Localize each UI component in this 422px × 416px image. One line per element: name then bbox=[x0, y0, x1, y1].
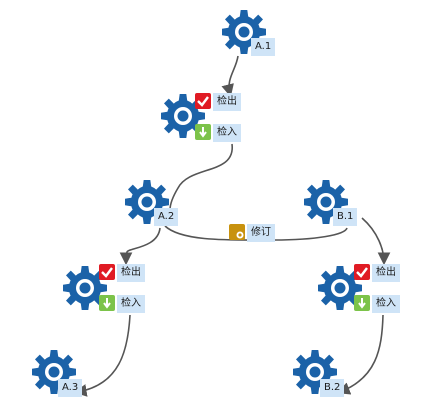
checkin-icon bbox=[354, 295, 370, 311]
checkout-icon bbox=[99, 264, 115, 280]
action-checkout-a2[interactable]: 检出 bbox=[117, 264, 145, 282]
checkout-icon bbox=[354, 264, 370, 280]
action-checkout-a1[interactable]: 检出 bbox=[213, 93, 241, 111]
node-label-a3[interactable]: A.3 bbox=[58, 379, 83, 397]
node-label-a1[interactable]: A.1 bbox=[251, 38, 276, 56]
action-checkin-a1[interactable]: 检入 bbox=[213, 124, 241, 142]
checkin-icon bbox=[195, 124, 211, 140]
edge-a1-checkout bbox=[221, 55, 239, 98]
edge-a1-a2 bbox=[169, 143, 233, 211]
edge-a2-a3 bbox=[119, 227, 161, 266]
checkout-icon bbox=[195, 93, 211, 109]
action-revise[interactable]: 修订 bbox=[247, 224, 275, 242]
action-checkin-a2[interactable]: 检入 bbox=[117, 295, 145, 313]
edge-checkin-b2 bbox=[337, 314, 384, 395]
action-checkout-b1[interactable]: 检出 bbox=[372, 264, 400, 282]
node-label-b2[interactable]: B.2 bbox=[320, 379, 345, 397]
edge-checkin-a3 bbox=[73, 314, 131, 397]
checkin-icon bbox=[99, 295, 115, 311]
action-checkin-b1[interactable]: 检入 bbox=[372, 295, 400, 313]
revise-icon bbox=[229, 224, 245, 240]
node-label-b1[interactable]: B.1 bbox=[333, 208, 358, 226]
edge-b1-b2 bbox=[361, 217, 391, 266]
node-label-a2[interactable]: A.2 bbox=[154, 208, 179, 226]
